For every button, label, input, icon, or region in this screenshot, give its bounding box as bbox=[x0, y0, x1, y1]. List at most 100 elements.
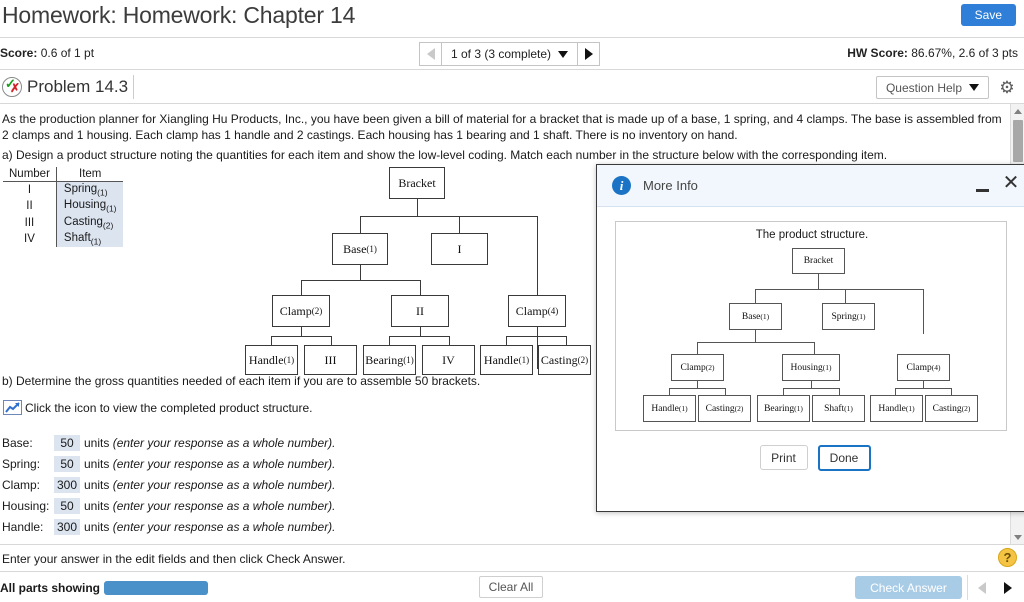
gear-icon[interactable]: ⚙ bbox=[999, 78, 1015, 97]
cell-number: I bbox=[27, 184, 32, 197]
node-label: Clamp bbox=[515, 303, 548, 318]
footer-message-bar: Enter your answer in the edit fields and… bbox=[0, 544, 1024, 571]
dialog-node-housing: Housing(1) bbox=[782, 354, 840, 381]
answer-label: Housing: bbox=[2, 499, 50, 513]
connector bbox=[331, 336, 332, 345]
scrollbar-thumb[interactable] bbox=[1013, 120, 1023, 162]
connector bbox=[697, 342, 814, 343]
node-label: Bracket bbox=[803, 256, 834, 266]
node-label: I bbox=[457, 241, 462, 256]
info-icon: i bbox=[612, 176, 631, 195]
node-label: IV bbox=[442, 352, 455, 367]
chevron-down-icon bbox=[1014, 534, 1022, 540]
units-label: units bbox=[84, 436, 110, 450]
footer-previous-button[interactable] bbox=[969, 575, 995, 600]
question-help-button[interactable]: Question Help bbox=[875, 76, 989, 99]
score-value: 0.6 of 1 pt bbox=[37, 46, 95, 60]
node-label: III bbox=[324, 352, 337, 367]
connector bbox=[537, 327, 538, 336]
node-qty: (4) bbox=[547, 306, 559, 316]
answer-input-housing[interactable]: 50 bbox=[54, 498, 80, 514]
node-qty: (1) bbox=[822, 363, 832, 372]
minimize-button[interactable] bbox=[973, 177, 991, 195]
problem-selector[interactable]: 1 of 3 (3 complete) bbox=[441, 42, 579, 66]
node-label: Casting bbox=[932, 403, 962, 414]
node-qty: (1) bbox=[518, 355, 530, 365]
connector bbox=[814, 342, 815, 354]
tree-node-clamp-4: Clamp(4) bbox=[508, 295, 566, 327]
save-button[interactable]: Save bbox=[960, 4, 1016, 26]
clear-all-button[interactable]: Clear All bbox=[479, 576, 543, 598]
help-icon[interactable]: ? bbox=[998, 548, 1017, 567]
scroll-up-button[interactable] bbox=[1011, 104, 1024, 118]
table-row: III Casting(2) bbox=[3, 214, 123, 231]
connector bbox=[669, 388, 670, 395]
node-qty: (1) bbox=[905, 404, 915, 413]
divider bbox=[133, 75, 134, 99]
connector bbox=[389, 336, 390, 345]
node-label: Bracket bbox=[398, 175, 436, 190]
connector bbox=[755, 330, 756, 342]
node-qty: (1) bbox=[283, 355, 295, 365]
item-label: Housing bbox=[63, 199, 107, 212]
dialog-node-bracket: Bracket bbox=[792, 248, 845, 274]
tree-node-casting: Casting(2) bbox=[538, 345, 591, 375]
dialog-header: i More Info ✕ bbox=[597, 165, 1024, 207]
answer-input-spring[interactable]: 50 bbox=[54, 456, 80, 472]
node-qty: (1) bbox=[844, 404, 853, 413]
answer-hint: (enter your response as a whole number). bbox=[112, 457, 336, 471]
answer-input-clamp[interactable]: 300 bbox=[54, 477, 81, 493]
tree-node-clamp-2: Clamp(2) bbox=[272, 295, 330, 327]
connector bbox=[895, 388, 951, 389]
cell-item: Shaft(1) bbox=[55, 230, 123, 248]
footer-next-button[interactable] bbox=[995, 575, 1021, 600]
node-label: Clamp bbox=[680, 362, 706, 373]
node-label: Clamp bbox=[906, 362, 932, 373]
node-qty: (1) bbox=[856, 312, 866, 321]
x-mark-glyph: ✗ bbox=[10, 81, 21, 95]
cell-number: II bbox=[26, 200, 33, 213]
next-problem-button[interactable] bbox=[578, 42, 601, 66]
connector bbox=[669, 388, 725, 389]
answer-input-base[interactable]: 50 bbox=[54, 435, 80, 451]
dialog-node-handle-2: Handle(1) bbox=[870, 395, 923, 422]
dialog-node-base: Base(1) bbox=[729, 303, 782, 330]
line-chart-glyph bbox=[5, 402, 20, 413]
node-label: Base bbox=[343, 241, 367, 256]
all-parts-label: All parts showing bbox=[0, 581, 101, 595]
connector bbox=[923, 381, 924, 388]
check-answer-button[interactable]: Check Answer bbox=[855, 576, 962, 599]
connector bbox=[811, 381, 812, 388]
connector bbox=[845, 289, 846, 303]
number-item-table: Number Item I Spring(1) II Housing(1) II… bbox=[3, 167, 123, 248]
previous-problem-button[interactable] bbox=[419, 42, 441, 66]
node-label: Casting bbox=[705, 403, 735, 414]
answer-label: Base: bbox=[2, 436, 33, 450]
answer-input-handle[interactable]: 300 bbox=[54, 519, 81, 535]
hw-score-value: 86.67%, 2.6 of 3 pts bbox=[907, 46, 1018, 60]
units-label: units bbox=[84, 499, 110, 513]
score-text: Score: 0.6 of 1 pt bbox=[0, 46, 94, 60]
tree-node-handle-1: Handle(1) bbox=[245, 345, 298, 375]
connector bbox=[839, 388, 840, 395]
dialog-node-casting-2: Casting(2) bbox=[925, 395, 978, 422]
close-icon[interactable]: ✕ bbox=[1002, 172, 1020, 194]
done-button[interactable]: Done bbox=[817, 445, 871, 471]
scroll-down-button[interactable] bbox=[1011, 530, 1024, 544]
line-chart-icon[interactable] bbox=[3, 400, 22, 415]
hw-score-label: HW Score: bbox=[847, 46, 908, 60]
print-button[interactable]: Print bbox=[759, 445, 808, 470]
hw-score-text: HW Score: 86.67%, 2.6 of 3 pts bbox=[847, 46, 1018, 60]
chevron-right-icon bbox=[1004, 581, 1012, 594]
node-label: Handle bbox=[651, 403, 679, 414]
node-qty: (2) bbox=[705, 363, 715, 372]
dialog-structure-panel: The product structure. Bracket Base(1) bbox=[615, 221, 1007, 431]
problem-title: Problem 14.3 bbox=[27, 77, 129, 96]
node-label: II bbox=[416, 303, 424, 318]
connector bbox=[417, 199, 418, 216]
dialog-node-clamp-2: Clamp(2) bbox=[671, 354, 724, 381]
problem-navigation: 1 of 3 (3 complete) bbox=[419, 42, 601, 66]
chevron-down-icon bbox=[558, 50, 569, 58]
dialog-node-spring: Spring(1) bbox=[822, 303, 875, 330]
